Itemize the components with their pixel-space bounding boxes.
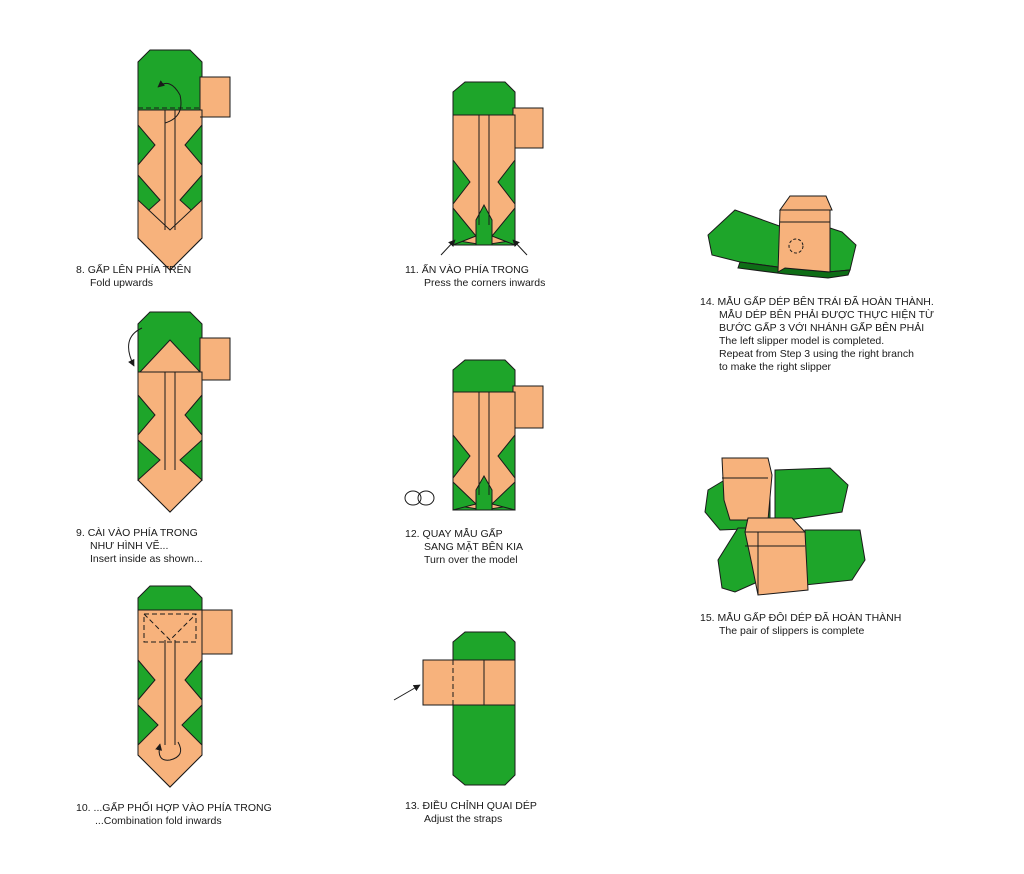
step-14-title: 14. MẪU GẤP DÉP BÊN TRÁI ĐÃ HOÀN THÀNH. [700, 296, 934, 308]
step-8-subtitle: Fold upwards [90, 277, 154, 289]
step-9-title: 9. CÀI VÀO PHÍA TRONG [76, 527, 198, 539]
step-10-subtitle: ...Combination fold inwards [95, 815, 222, 827]
step-14-subtitle: The left slipper model is completed. [719, 335, 885, 347]
step-15-caption: 15. MẪU GẤP ĐÔI DÉP ĐÃ HOÀN THÀNH The pa… [700, 612, 901, 638]
step-8-diagram [137, 49, 231, 271]
step-13-caption: 13. ĐIỀU CHỈNH QUAI DÉP Adjust the strap… [405, 800, 537, 826]
step-12-diagram [404, 359, 544, 511]
step-13-title: 13. ĐIỀU CHỈNH QUAI DÉP [405, 800, 537, 812]
step-11-subtitle: Press the corners inwards [424, 277, 546, 289]
step-14-diagram [707, 195, 857, 279]
step-9-title-line2: NHƯ HÌNH VẼ... [90, 540, 169, 552]
step-12-subtitle: Turn over the model [424, 554, 518, 566]
step-10-caption: 10. ...GẤP PHỐI HỢP VÀO PHÍA TRONG ...Co… [76, 802, 272, 828]
step-14-caption: 14. MẪU GẤP DÉP BÊN TRÁI ĐÃ HOÀN THÀNH. … [700, 296, 934, 374]
step-14-subtitle-line2: Repeat from Step 3 using the right branc… [719, 348, 914, 360]
step-13-subtitle: Adjust the straps [424, 813, 503, 825]
step-8-caption: 8. GẤP LÊN PHÍA TRÊN Fold upwards [76, 264, 191, 290]
step-9-caption: 9. CÀI VÀO PHÍA TRONG NHƯ HÌNH VẼ... Ins… [76, 527, 203, 566]
step-15-diagram [704, 457, 866, 596]
step-10-title: 10. ...GẤP PHỐI HỢP VÀO PHÍA TRONG [76, 802, 272, 814]
step-14-title-line2: MẪU DÉP BÊN PHẢI ĐƯỢC THỰC HIỆN TỪ [719, 309, 935, 321]
step-10-diagram [137, 585, 233, 788]
step-15-title: 15. MẪU GẤP ĐÔI DÉP ĐÃ HOÀN THÀNH [700, 612, 902, 624]
step-11-title: 11. ẤN VÀO PHÍA TRONG [405, 264, 529, 276]
step-12-caption: 12. QUAY MẪU GẤP SANG MẶT BÊN KIA Turn o… [405, 528, 523, 567]
step-12-title: 12. QUAY MẪU GẤP [405, 528, 503, 540]
step-14-subtitle-line3: to make the right slipper [719, 361, 832, 373]
step-9-subtitle: Insert inside as shown... [90, 553, 203, 565]
step-11-caption: 11. ẤN VÀO PHÍA TRONG Press the corners … [405, 264, 545, 290]
step-14-title-line3: BƯỚC GẤP 3 VỚI NHÁNH GẤP BÊN PHẢI [719, 322, 925, 334]
step-9-diagram [128, 311, 231, 513]
step-12-title-line2: SANG MẶT BÊN KIA [424, 541, 523, 553]
step-8-title: 8. GẤP LÊN PHÍA TRÊN [76, 264, 192, 276]
step-11-diagram [440, 81, 544, 256]
step-13-diagram [393, 631, 516, 786]
step-15-subtitle: The pair of slippers is complete [719, 625, 865, 637]
